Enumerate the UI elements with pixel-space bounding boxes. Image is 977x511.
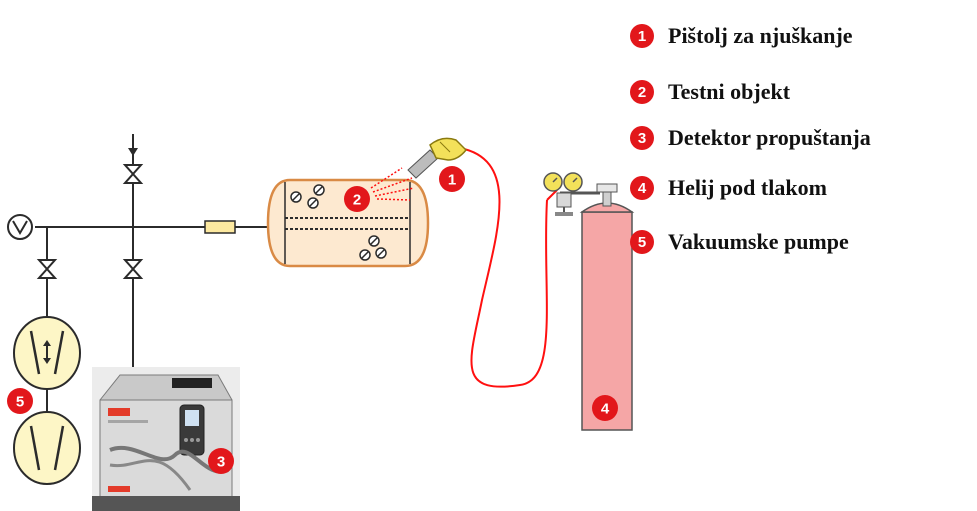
- legend-item-test-object: 2 Testni objekt: [630, 72, 790, 112]
- vent-arrow-icon: [128, 134, 138, 156]
- leak-detector-device: [92, 367, 240, 511]
- svg-text:2: 2: [353, 192, 361, 209]
- legend-item-vacuum-pumps: 5 Vakuumske pumpe: [630, 222, 849, 262]
- legend-badge: 1: [630, 24, 654, 48]
- legend-label: Pištolj za njuškanje: [668, 23, 853, 49]
- vacuum-pump-upper-icon: [14, 317, 80, 389]
- svg-text:4: 4: [601, 401, 610, 418]
- legend-item-helium: 4 Helij pod tlakom: [630, 168, 827, 208]
- svg-text:5: 5: [16, 394, 24, 411]
- legend-label: Detektor propuštanja: [668, 125, 871, 151]
- detector-valve-icon: [125, 260, 141, 278]
- legend-badge: 5: [630, 230, 654, 254]
- connector: [205, 221, 235, 233]
- pump-valve-icon: [39, 260, 55, 278]
- svg-text:1: 1: [448, 172, 456, 189]
- legend-item-leak-detector: 3 Detektor propuštanja: [630, 118, 871, 158]
- legend-label: Helij pod tlakom: [668, 175, 827, 201]
- sniffer-hose: [460, 148, 547, 387]
- badge-test-object: 2: [344, 186, 370, 212]
- svg-text:3: 3: [217, 454, 225, 471]
- badge-vacuum-pumps: 5: [7, 388, 33, 414]
- legend-badge: 4: [630, 176, 654, 200]
- vent-valve-icon: [125, 165, 141, 183]
- legend-label: Vakuumske pumpe: [668, 229, 849, 255]
- pressure-gauge-icon: [8, 215, 32, 239]
- legend-item-sniffer-gun: 1 Pištolj za njuškanje: [630, 16, 853, 56]
- legend-badge: 2: [630, 80, 654, 104]
- helium-cylinder: [582, 184, 632, 430]
- badge-sniffer-gun: 1: [439, 166, 465, 192]
- legend-label: Testni objekt: [668, 79, 790, 105]
- badge-leak-detector: 3: [208, 448, 234, 474]
- vacuum-pump-lower-icon: [14, 412, 80, 484]
- legend-badge: 3: [630, 126, 654, 150]
- badge-helium-cylinder: 4: [592, 395, 618, 421]
